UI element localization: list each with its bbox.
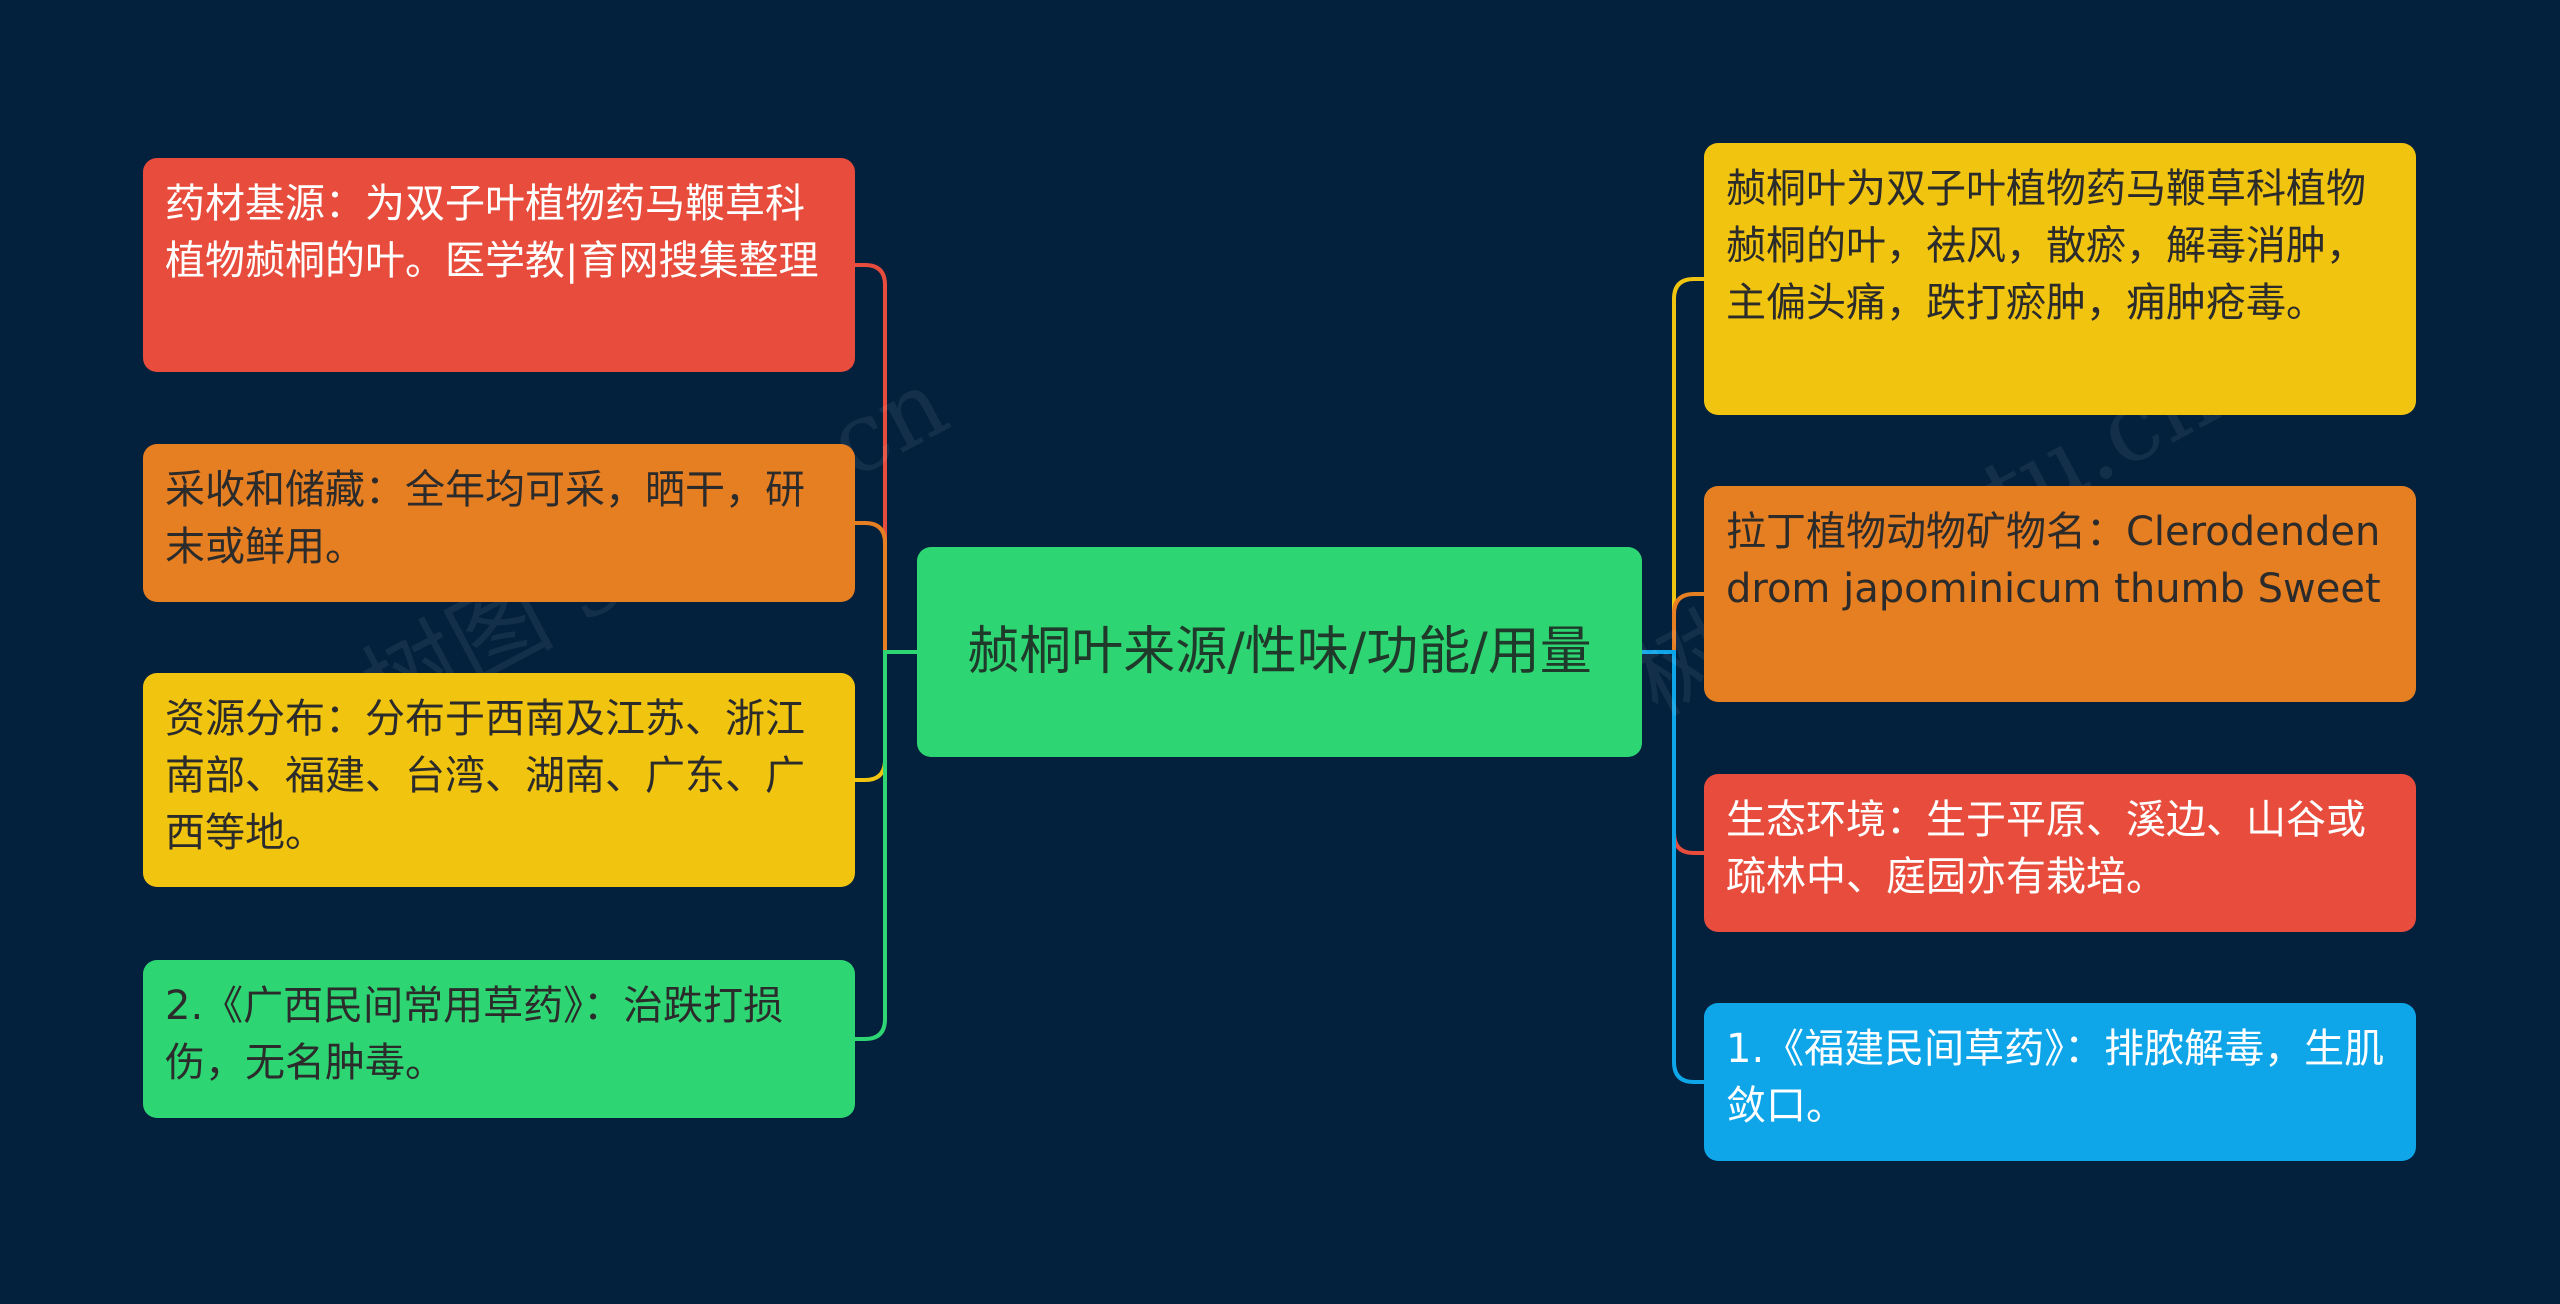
topic-node-latin-name[interactable]: 拉丁植物动物矿物名：Clerodendendrom japominicum th… (1704, 486, 2416, 702)
topic-label: 采收和储藏：全年均可采，晒干，研末或鲜用。 (165, 467, 805, 570)
topic-label: 1.《福建民间草药》：排脓解毒，生肌敛口。 (1726, 1026, 2385, 1129)
topic-label: 药材基源：为双子叶植物药马鞭草科植物赪桐的叶。医学教|育网搜集整理 (165, 181, 819, 284)
topic-node-harvest-storage[interactable]: 采收和储藏：全年均可采，晒干，研末或鲜用。 (143, 444, 855, 602)
topic-node-function[interactable]: 赪桐叶为双子叶植物药马鞭草科植物赪桐的叶，祛风，散瘀，解毒消肿，主偏头痛，跌打瘀… (1704, 143, 2416, 415)
topic-node-habitat[interactable]: 生态环境：生于平原、溪边、山谷或疏林中、庭园亦有栽培。 (1704, 774, 2416, 932)
topic-label: 赪桐叶为双子叶植物药马鞭草科植物赪桐的叶，祛风，散瘀，解毒消肿，主偏头痛，跌打瘀… (1726, 166, 2366, 326)
topic-label: 2.《广西民间常用草药》：治跌打损伤，无名肿毒。 (165, 983, 784, 1086)
connector-right-1 (1642, 277, 1704, 654)
central-topic-label: 赪桐叶来源/性味/功能/用量 (967, 622, 1592, 682)
topic-node-distribution[interactable]: 资源分布：分布于西南及江苏、浙江南部、福建、台湾、湖南、广东、广西等地。 (143, 673, 855, 887)
topic-node-herb-source[interactable]: 药材基源：为双子叶植物药马鞭草科植物赪桐的叶。医学教|育网搜集整理 (143, 158, 855, 372)
connector-left-2 (855, 521, 917, 654)
topic-node-guangxi-herbs[interactable]: 2.《广西民间常用草药》：治跌打损伤，无名肿毒。 (143, 960, 855, 1118)
topic-label: 生态环境：生于平原、溪边、山谷或疏林中、庭园亦有栽培。 (1726, 797, 2366, 900)
topic-label: 拉丁植物动物矿物名：Clerodendendrom japominicum th… (1726, 509, 2381, 612)
connector-left-4 (855, 650, 917, 1041)
topic-label: 资源分布：分布于西南及江苏、浙江南部、福建、台湾、湖南、广东、广西等地。 (165, 696, 805, 856)
central-topic-node[interactable]: 赪桐叶来源/性味/功能/用量 (917, 547, 1642, 757)
connector-right-4 (1642, 650, 1704, 1084)
topic-node-fujian-herbs[interactable]: 1.《福建民间草药》：排脓解毒，生肌敛口。 (1704, 1003, 2416, 1161)
connector-right-2 (1642, 592, 1704, 654)
connector-left-1 (855, 263, 917, 654)
